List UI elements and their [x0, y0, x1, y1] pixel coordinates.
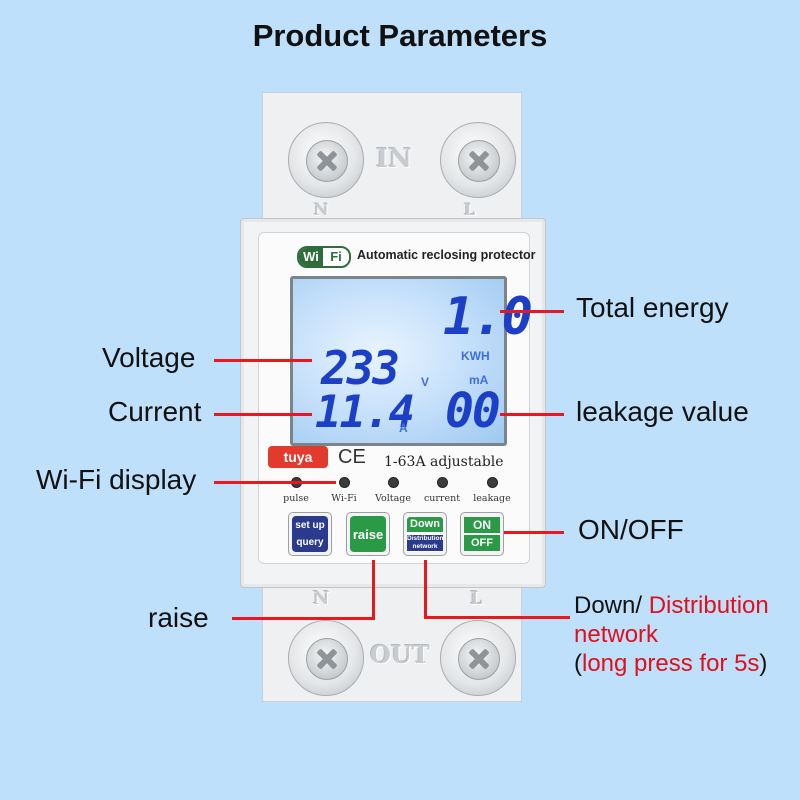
query-label: query — [296, 537, 324, 548]
callout-raise: raise — [148, 602, 209, 633]
leakage-indicator-label: leakage — [473, 493, 511, 504]
voltage-unit: V — [421, 375, 430, 389]
terminal-screw-top-left — [288, 122, 364, 198]
pole-l-bottom: L — [470, 588, 483, 609]
off-label: OFF — [464, 535, 500, 551]
on-off-button[interactable]: ON OFF — [460, 512, 504, 556]
distribution-network-label: Distribution network — [407, 535, 444, 551]
brand-text: Automatic reclosing protector — [357, 248, 536, 262]
voltage-led — [388, 477, 399, 488]
terminal-screw-bottom-left — [288, 620, 364, 696]
in-label: IN — [376, 144, 412, 174]
tuya-logo: tuya — [268, 446, 328, 468]
raise-label: raise — [352, 527, 384, 542]
out-label: OUT — [370, 640, 430, 669]
page-title: Product Parameters — [252, 18, 548, 53]
wifi-badge-f: Fi — [330, 249, 342, 264]
leakage-unit: mA — [469, 373, 489, 387]
wifi-badge: Wi Fi — [297, 246, 351, 268]
callout-open-paren: ( — [574, 650, 582, 677]
wifi-led — [339, 477, 350, 488]
callout-down-distribution: Distribution — [648, 592, 769, 619]
callout-close-paren: ) — [759, 650, 768, 677]
callout-leakage-value: leakage value — [576, 396, 749, 427]
current-indicator-label: current — [423, 493, 461, 504]
wifi-label: Wi-Fi — [331, 493, 357, 504]
lcd-screen: 1.0 KWH 233 V mA 11.4 A 00 — [290, 276, 533, 446]
raise-button[interactable]: raise — [346, 512, 390, 556]
pole-n-bottom: N — [313, 588, 330, 609]
wifi-badge-w: Wi — [299, 248, 323, 266]
current-led — [437, 477, 448, 488]
energy-unit: KWH — [461, 349, 490, 363]
voltage-indicator-label: Voltage — [375, 493, 411, 504]
callout-on-off: ON/OFF — [578, 514, 684, 545]
pole-l-top: L — [464, 200, 476, 219]
leakage-led — [487, 477, 498, 488]
callout-down-line3: (long press for 5s) — [574, 650, 767, 678]
callout-line-current — [214, 413, 312, 416]
callout-line-wifi — [214, 481, 336, 484]
callout-down-network: network — [574, 621, 659, 648]
callout-wifi-display: Wi-Fi display — [36, 464, 197, 495]
leakage-value: 00 — [445, 383, 501, 439]
terminal-screw-bottom-right — [440, 620, 516, 696]
callout-line-leakage — [500, 413, 564, 416]
callout-down-prefix: Down/ — [574, 592, 643, 619]
callout-line-on-off — [504, 531, 564, 534]
callout-long-press: long press for 5s — [582, 650, 760, 677]
callout-down-line1: Down/ Distribution — [574, 592, 769, 620]
voltage-value: 233 — [321, 341, 400, 395]
callout-total-energy: Total energy — [576, 292, 729, 323]
down-button[interactable]: Down Distribution network — [403, 512, 447, 556]
energy-value: 1.0 — [443, 287, 533, 347]
callout-line-raise-vertical — [372, 560, 375, 620]
on-label: ON — [464, 517, 500, 533]
pulse-label: pulse — [283, 493, 309, 504]
terminal-screw-top-right — [440, 122, 516, 198]
down-label: Down — [407, 517, 443, 532]
callout-line-total-energy — [500, 310, 564, 313]
ce-mark: CE — [338, 446, 366, 468]
current-value: 11.4 — [315, 387, 415, 438]
callout-current: Current — [108, 396, 202, 427]
setup-label: set up — [295, 520, 325, 531]
callout-line-voltage — [214, 359, 312, 362]
setup-query-button[interactable]: set up query — [288, 512, 332, 556]
callout-line-down-vertical — [424, 560, 427, 619]
pole-n-top: N — [314, 200, 329, 219]
callout-line-down-horizontal — [424, 616, 570, 619]
rating-label: 1-63A adjustable — [384, 454, 504, 470]
current-unit: A — [399, 421, 408, 435]
callout-line-raise-horizontal — [232, 617, 375, 620]
callout-voltage: Voltage — [102, 342, 196, 373]
